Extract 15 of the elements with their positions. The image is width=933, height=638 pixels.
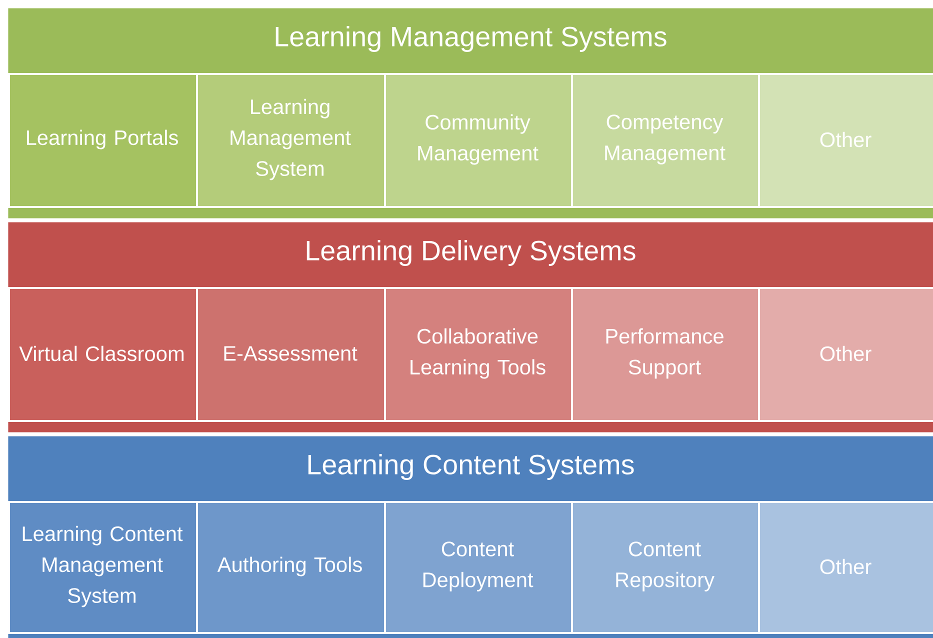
category-cell: Other — [758, 501, 933, 634]
category-cell: Collaborative Learning Tools — [384, 287, 573, 422]
category-cell: Learning Portals — [8, 73, 198, 208]
category-cell: Content Deployment — [384, 501, 573, 634]
category-cell: Other — [758, 73, 933, 208]
category-cell: Performance Support — [571, 287, 760, 422]
category-cell: Community Management — [384, 73, 573, 208]
category-cell: Learning Content Management System — [8, 501, 198, 634]
category-cell: Content Repository — [571, 501, 760, 634]
category-cell: Learning Management System — [196, 73, 386, 208]
category-cell: E-Assessment — [196, 287, 386, 422]
category-cell: Virtual Classroom — [8, 287, 198, 422]
category-cell: Other — [758, 287, 933, 422]
category-cell: Authoring Tools — [196, 501, 386, 634]
category-cell: Competency Management — [571, 73, 760, 208]
